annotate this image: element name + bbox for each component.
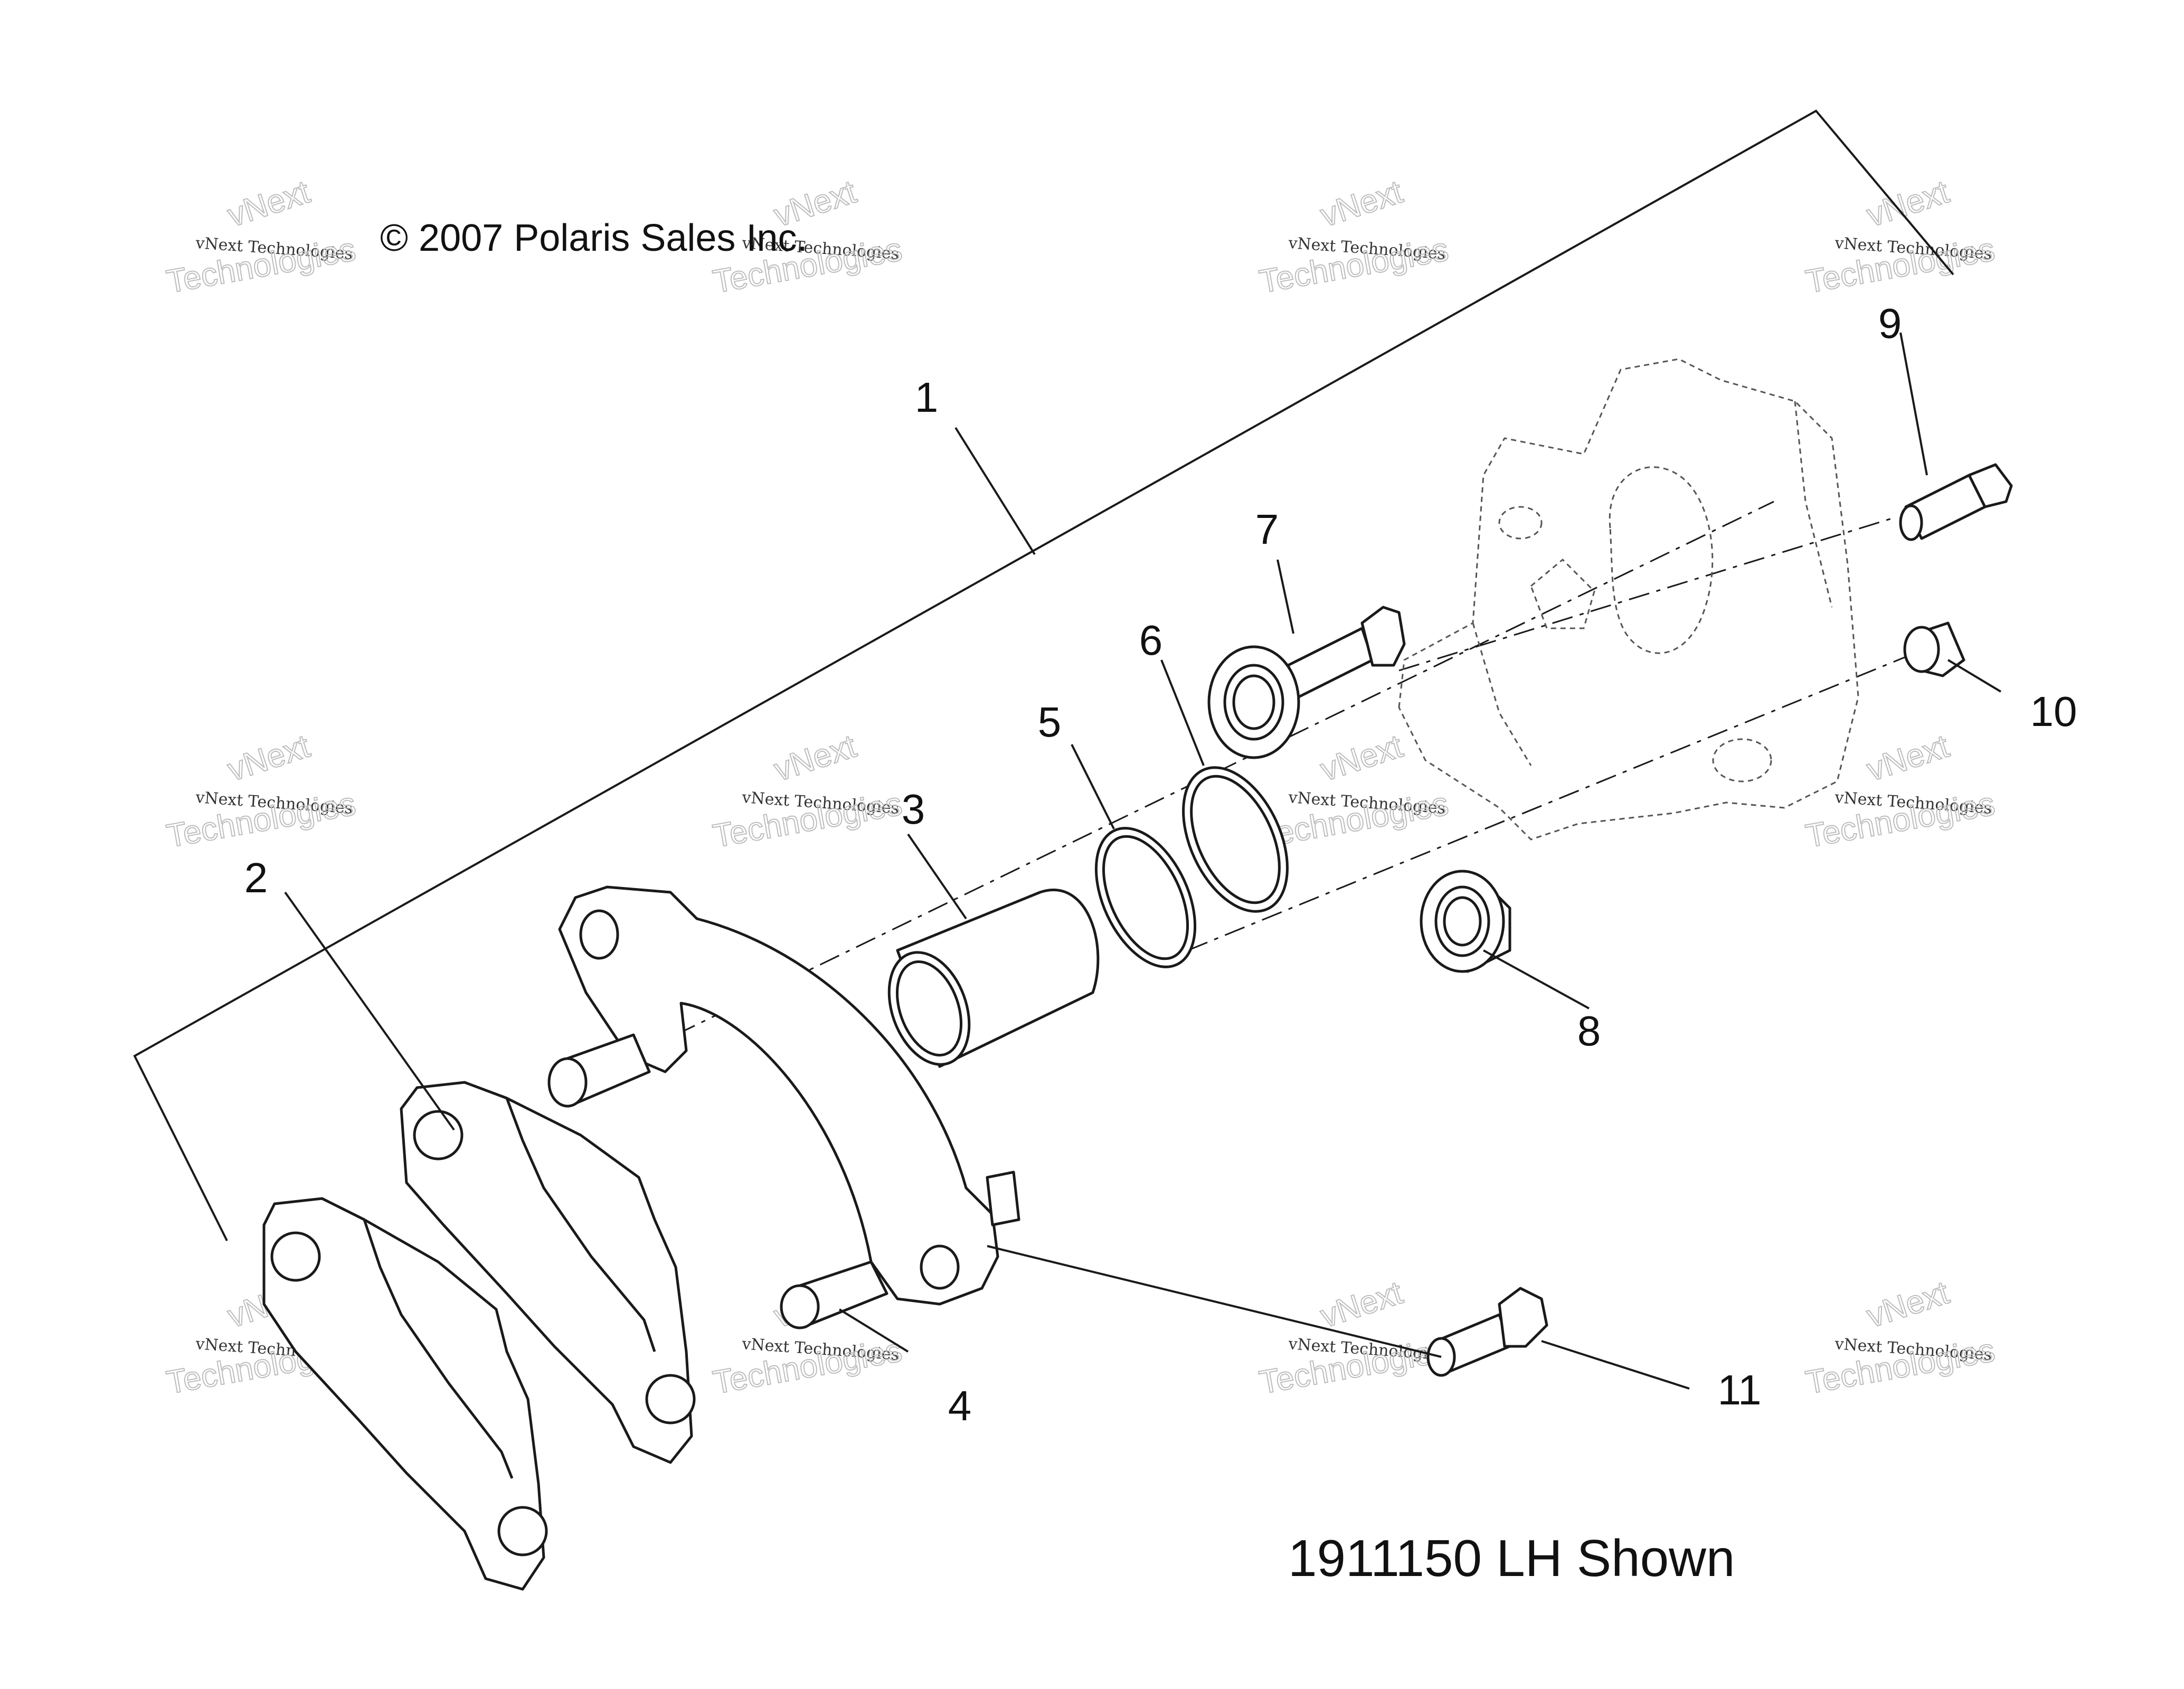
watermark-arc-text: vNext bbox=[1316, 174, 1407, 234]
copyright-notice: © 2007 Polaris Sales Inc. bbox=[380, 217, 807, 259]
piston bbox=[887, 889, 1100, 1068]
watermark-arc-text: vNext bbox=[1862, 1275, 1953, 1335]
callout-10: 10 bbox=[2030, 688, 2077, 735]
watermark-arc-text: vNext bbox=[1862, 728, 1953, 789]
callout-4: 4 bbox=[948, 1382, 972, 1429]
watermark-arc-text: vNext bbox=[223, 728, 314, 789]
assembly-bracket bbox=[133, 109, 1954, 1241]
callout-1: 1 bbox=[915, 374, 939, 421]
bleeder-screw bbox=[1899, 463, 2013, 541]
watermark-arc-text: vNext bbox=[1316, 1275, 1407, 1335]
callout-7: 7 bbox=[1255, 506, 1279, 553]
dust-seal bbox=[1182, 766, 1289, 913]
piston-seal bbox=[1094, 827, 1197, 968]
callout-3: 3 bbox=[902, 786, 925, 833]
watermark-arc-text: vNext bbox=[1316, 728, 1407, 789]
callout-11: 11 bbox=[1717, 1366, 1761, 1413]
callout-5: 5 bbox=[1038, 699, 1062, 746]
assembly-axis-lines bbox=[675, 501, 1912, 1036]
callout-9: 9 bbox=[1878, 300, 1902, 347]
bleeder-cap bbox=[1903, 621, 1965, 677]
callout-8: 8 bbox=[1577, 1007, 1601, 1054]
callout-2: 2 bbox=[244, 854, 268, 901]
watermark-arc-text: vNext bbox=[223, 174, 314, 234]
callout-labels: 1 2 3 4 5 6 7 8 9 10 11 bbox=[244, 300, 2077, 1429]
slide-pin-with-boot bbox=[1207, 606, 1406, 759]
caliper-housing bbox=[1398, 358, 1859, 841]
diagram-caption: 1911150 LH Shown bbox=[1288, 1529, 1735, 1587]
callout-6: 6 bbox=[1139, 617, 1163, 664]
pin-boot bbox=[1420, 870, 1511, 973]
brake-pad-outer bbox=[262, 1197, 548, 1591]
caliper-bracket bbox=[547, 885, 1020, 1329]
brake-pad-inner bbox=[400, 1081, 696, 1464]
callout-leaders bbox=[284, 332, 2002, 1390]
watermark-arc-text: vNext bbox=[770, 728, 861, 789]
mounting-bolt bbox=[1426, 1287, 1548, 1377]
